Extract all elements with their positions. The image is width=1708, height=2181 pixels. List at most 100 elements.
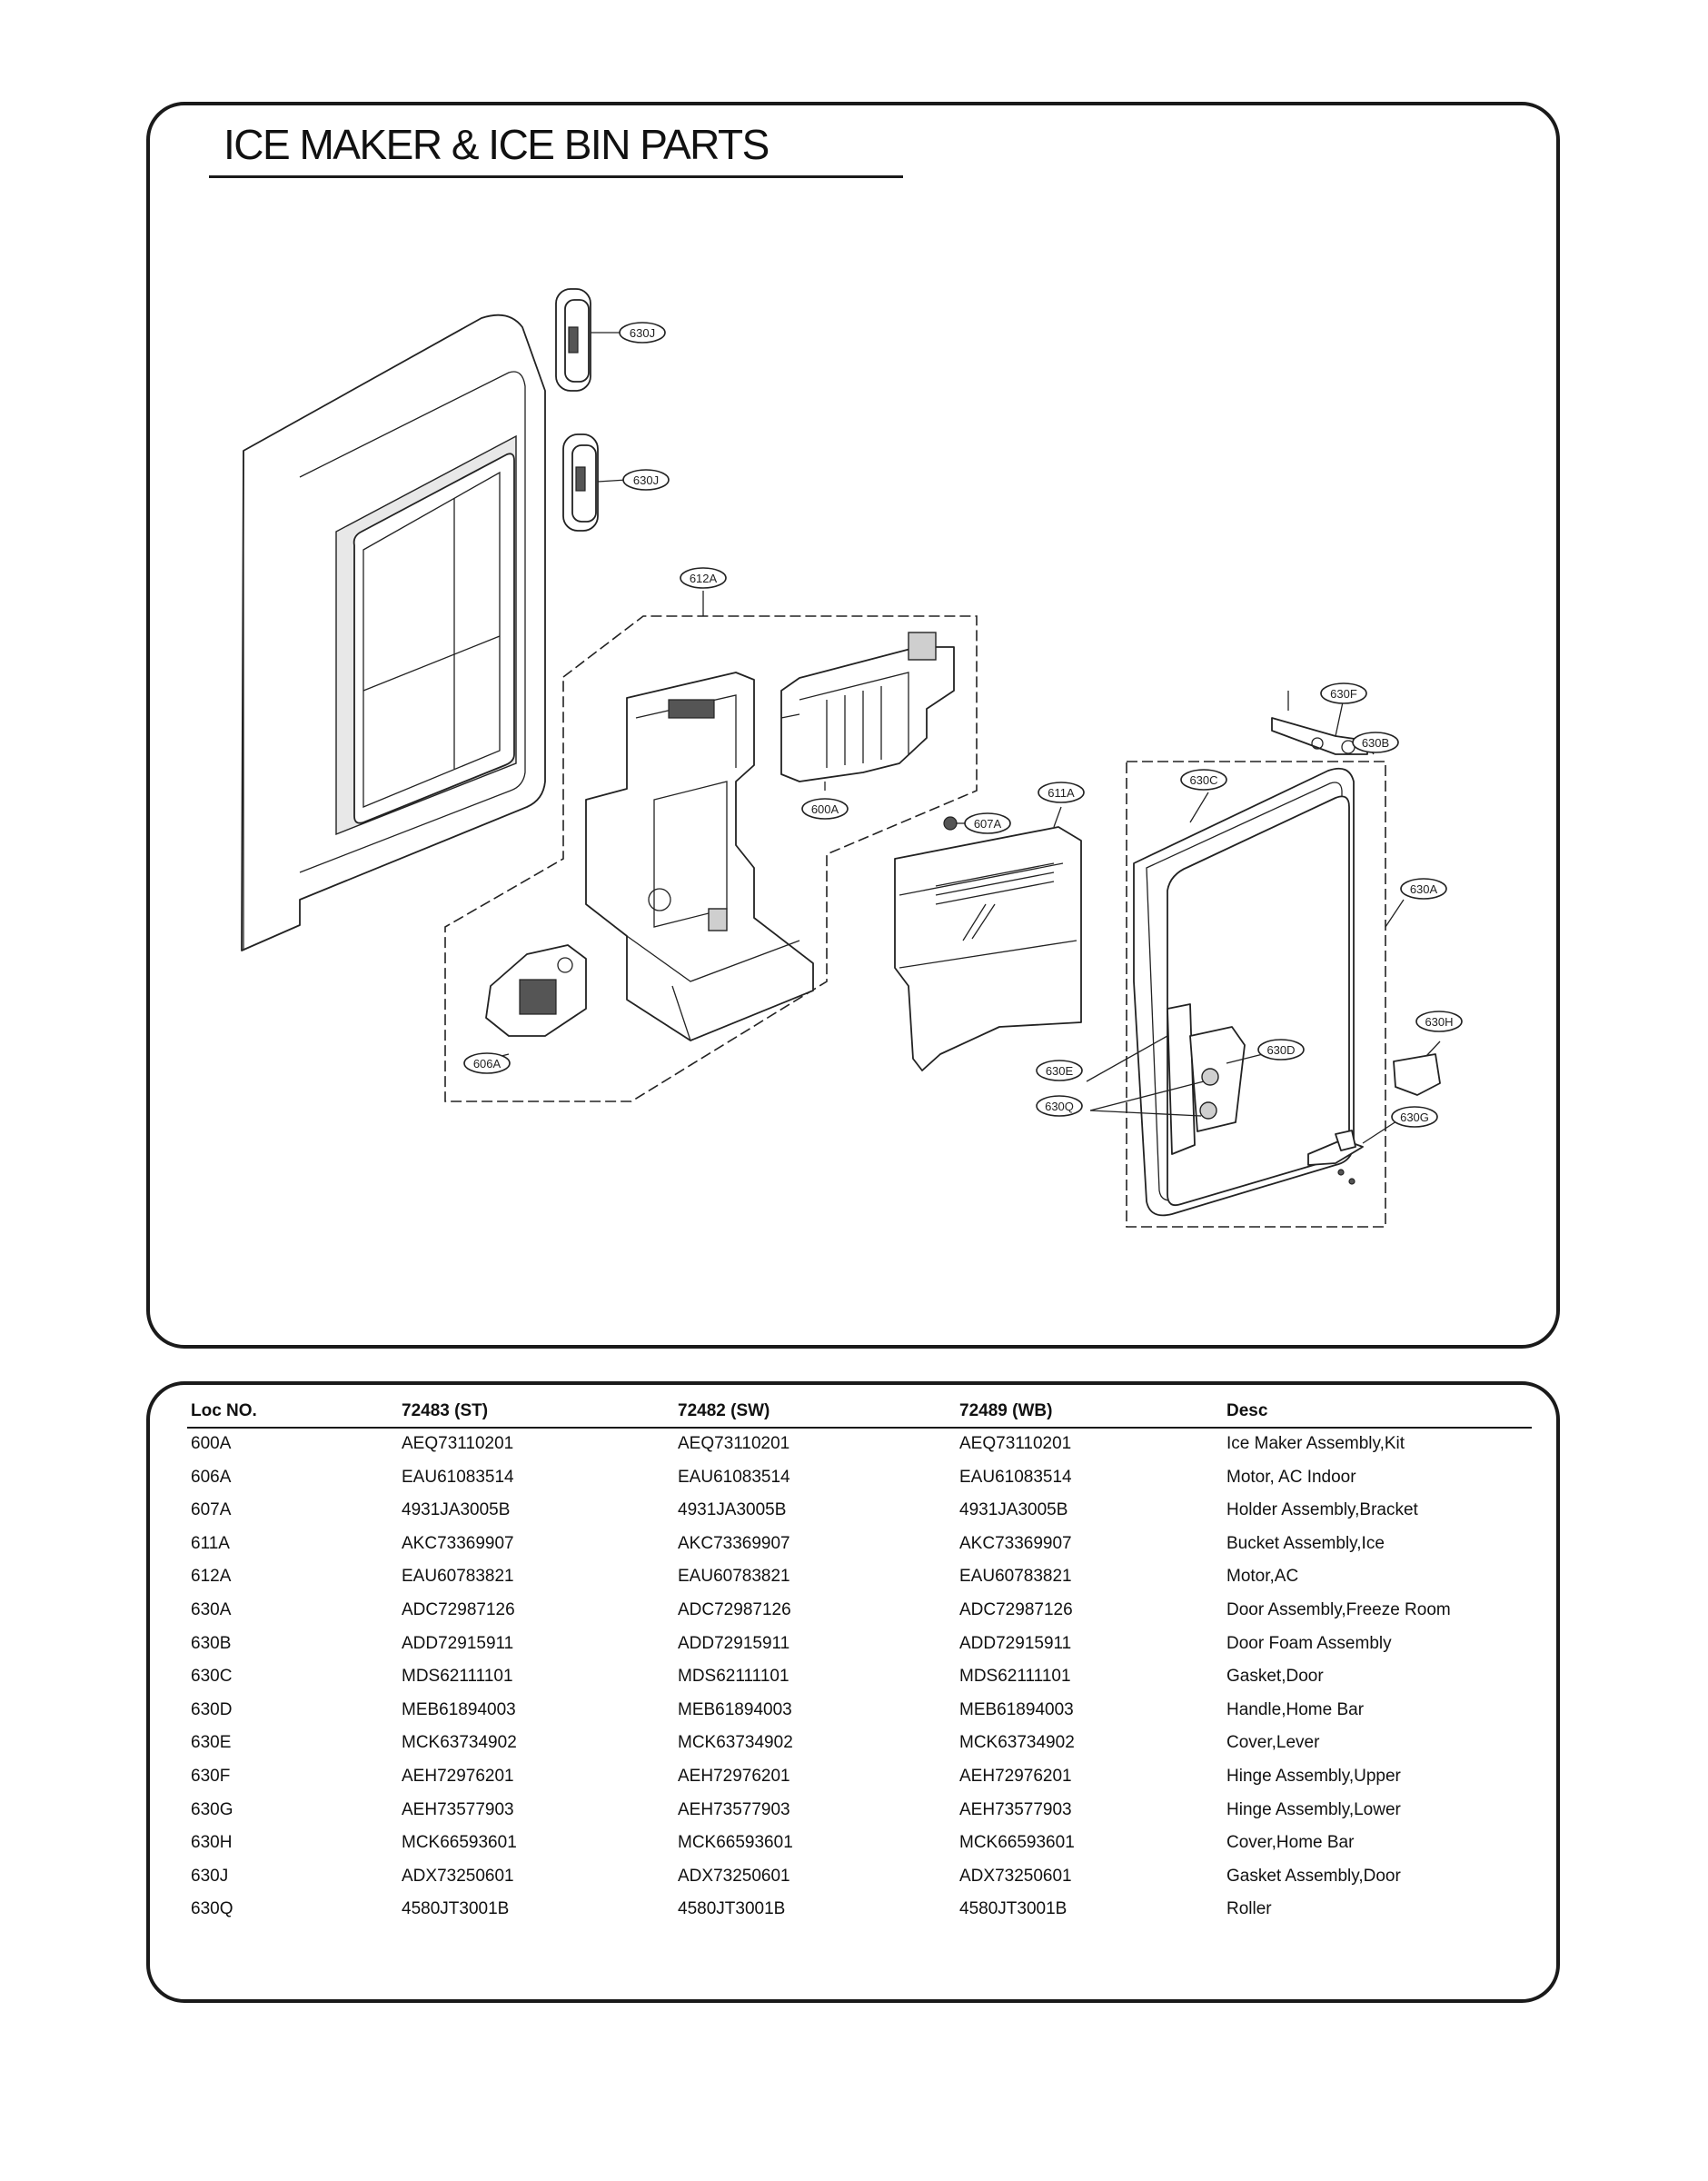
cell-desc: Motor, AC Indoor [1226,1467,1356,1487]
ice-bucket-611a [894,826,1082,1071]
header-model-sw: 72482 (SW) [678,1401,770,1420]
cell-desc: Roller [1226,1899,1272,1919]
callout-630e: 630E [1036,1060,1083,1081]
cell-model-st: ADX73250601 [402,1866,514,1886]
cell-loc-no: 606A [191,1467,232,1487]
cell-model-wb: ADC72987126 [959,1599,1073,1619]
page-title: ICE MAKER & ICE BIN PARTS [223,121,770,168]
parts-table: Loc NO. 72483 (ST) 72482 (SW) 72489 (WB)… [187,1392,1532,1927]
cell-model-wb: 4931JA3005B [959,1500,1068,1520]
callout-630j-upper: 630J [619,322,666,344]
cell-model-wb: 4580JT3001B [959,1899,1068,1919]
cell-desc: Cover,Lever [1226,1733,1320,1753]
cell-model-sw: AEQ73110201 [678,1434,790,1453]
cell-model-sw: 4931JA3005B [678,1500,787,1520]
cell-desc: Gasket Assembly,Door [1226,1866,1401,1886]
cell-desc: Cover,Home Bar [1226,1833,1355,1853]
cell-model-wb: EAU60783821 [959,1567,1072,1587]
svg-text:606A: 606A [473,1057,501,1071]
cell-model-st: 4580JT3001B [402,1899,510,1919]
svg-text:630J: 630J [633,473,659,487]
cell-desc: Hinge Assembly,Upper [1226,1766,1401,1786]
header-loc-no: Loc NO. [191,1401,257,1420]
exploded-parts-diagram: 630J 630J 612A 600A 607A 611A 606A 630F … [241,288,1463,1228]
cell-loc-no: 630C [191,1667,233,1687]
cell-loc-no: 630H [191,1833,233,1853]
header-model-wb: 72489 (WB) [959,1401,1053,1420]
cell-model-st: 4931JA3005B [402,1500,511,1520]
cell-model-sw: MEB61894003 [678,1699,792,1719]
table-frame [146,1381,1560,2003]
cell-model-wb: ADX73250601 [959,1866,1072,1886]
svg-text:630C: 630C [1189,773,1217,787]
callout-606a: 606A [463,1052,511,1074]
cell-loc-no: 607A [191,1500,232,1520]
cell-model-sw: AEH73577903 [678,1799,790,1819]
title-underline [209,175,903,178]
callout-630b: 630B [1352,732,1399,753]
svg-text:630A: 630A [1410,882,1438,896]
cell-model-st: AEQ73110201 [402,1434,514,1453]
cell-model-st: ADD72915911 [402,1633,514,1653]
svg-text:600A: 600A [811,802,839,816]
callout-630h: 630H [1415,1011,1463,1032]
svg-text:630E: 630E [1046,1064,1074,1078]
cell-model-wb: MDS62111101 [959,1667,1071,1687]
cell-desc: Door Assembly,Freeze Room [1226,1599,1451,1619]
svg-text:607A: 607A [974,817,1002,831]
cell-model-sw: MDS62111101 [678,1667,789,1687]
cell-desc: Gasket,Door [1226,1667,1324,1687]
cell-model-sw: AEH72976201 [678,1766,790,1786]
cell-model-sw: EAU61083514 [678,1467,790,1487]
cell-model-wb: MEB61894003 [959,1699,1074,1719]
home-bar-cover-630h [1393,1053,1441,1096]
cell-model-st: MCK66593601 [402,1833,517,1853]
ac-motor-606a [485,944,587,1037]
cell-model-st: ADC72987126 [402,1599,515,1619]
svg-text:630J: 630J [630,326,655,340]
cell-model-wb: MCK66593601 [959,1833,1075,1853]
cell-desc: Hinge Assembly,Lower [1226,1799,1401,1819]
cell-model-wb: AEQ73110201 [959,1434,1072,1453]
cell-desc: Holder Assembly,Bracket [1226,1500,1418,1520]
cell-loc-no: 630F [191,1766,231,1786]
callout-630g: 630G [1391,1106,1438,1128]
cell-loc-no: 630D [191,1699,233,1719]
header-rule [187,1427,1532,1429]
callout-630d: 630D [1257,1039,1305,1061]
cell-loc-no: 612A [191,1567,232,1587]
cell-model-sw: ADX73250601 [678,1866,790,1886]
cell-model-sw: EAU60783821 [678,1567,790,1587]
ice-maker-assembly [780,632,955,782]
cell-desc: Motor,AC [1226,1567,1299,1587]
callout-612a: 612A [680,567,727,589]
svg-text:630G: 630G [1400,1110,1429,1124]
callout-611a: 611A [1038,782,1085,803]
door-frame-illustration [241,314,546,951]
gasket-630j-upper [555,288,591,392]
svg-text:630B: 630B [1362,736,1389,750]
svg-text:630Q: 630Q [1045,1100,1074,1113]
cell-model-sw: 4580JT3001B [678,1899,786,1919]
cell-desc: Bucket Assembly,Ice [1226,1533,1385,1553]
cell-loc-no: 600A [191,1434,232,1453]
cell-model-sw: MCK63734902 [678,1733,793,1753]
callout-600a: 600A [801,798,849,820]
svg-text:630D: 630D [1266,1043,1295,1057]
cell-model-st: EAU61083514 [402,1467,514,1487]
callout-630c: 630C [1180,769,1227,791]
svg-text:611A: 611A [1048,786,1075,800]
callout-630j-lower: 630J [622,469,670,491]
callout-630a: 630A [1400,878,1447,900]
